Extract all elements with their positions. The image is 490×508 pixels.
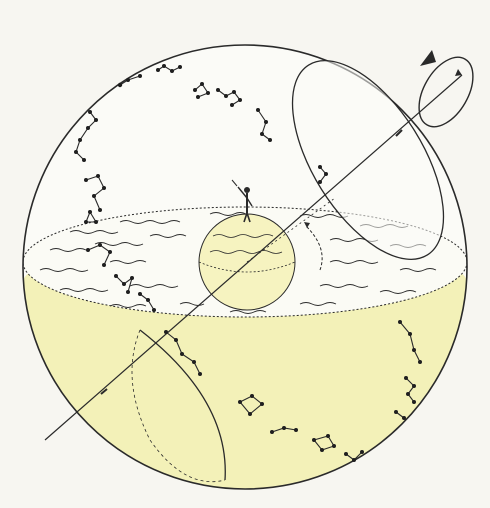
upper-parallel-circle [291,59,445,261]
star-dot-icon [74,64,422,462]
lower-parallel-arc [139,329,226,481]
latitude-arc [246,197,336,271]
celestial-axis [44,74,463,441]
observer-figure-icon [231,179,253,223]
rotation-arrow-icon [418,50,474,128]
celestial-sphere-outline [22,44,468,490]
earth-equator [198,261,296,273]
